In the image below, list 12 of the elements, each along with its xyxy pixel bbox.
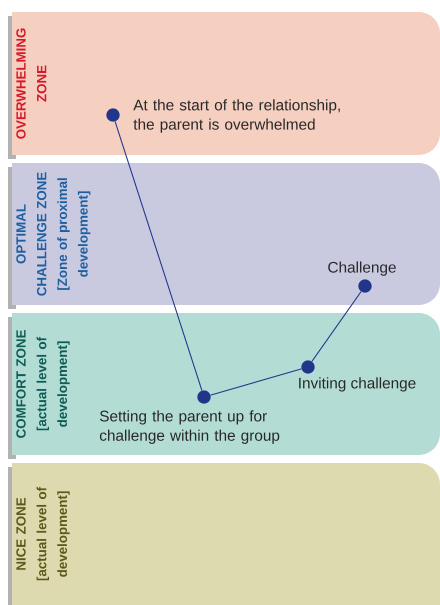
connector-line bbox=[312, 291, 362, 362]
dot bbox=[106, 108, 120, 122]
dot bbox=[358, 279, 372, 293]
point-label: At the start of the relationship, the parent is overwhelmed bbox=[133, 99, 340, 133]
point-label: Setting the parent up for challenge within the group bbox=[100, 410, 280, 444]
connector-line bbox=[114, 121, 202, 391]
dot bbox=[301, 360, 315, 374]
connector-line bbox=[210, 368, 302, 396]
zone-band: NICE ZONE [actual level of development] bbox=[8, 463, 440, 605]
point-label: Inviting challenge bbox=[299, 377, 416, 392]
dot bbox=[197, 390, 211, 404]
point-label: Challenge bbox=[328, 261, 396, 276]
